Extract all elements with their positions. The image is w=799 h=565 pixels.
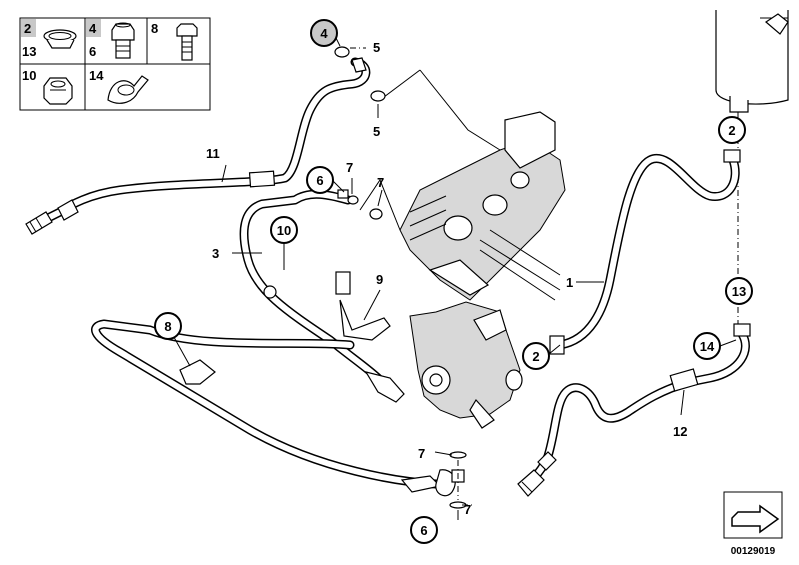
parts-legend: 2 13 4 6 8 bbox=[19, 17, 211, 111]
callout-number: 2 bbox=[728, 123, 735, 138]
arrow-icon bbox=[731, 504, 780, 534]
callout-number: 6 bbox=[316, 173, 323, 188]
steering-gear-assembly[interactable] bbox=[359, 69, 566, 301]
legend-number: 10 bbox=[22, 68, 36, 83]
seal-ring-7 bbox=[347, 195, 359, 205]
callout-2-top[interactable]: 2 bbox=[718, 116, 746, 144]
legend-cell-bracket-clip[interactable]: 14 bbox=[89, 68, 149, 104]
callout-5-bottom[interactable]: 5 bbox=[373, 124, 380, 139]
callout-10[interactable]: 10 bbox=[270, 216, 298, 244]
callout-7-lower-lower[interactable]: 7 bbox=[464, 502, 471, 517]
legend-cell-hex-bolt[interactable]: 8 bbox=[151, 21, 198, 61]
callout-8[interactable]: 8 bbox=[154, 312, 182, 340]
callout-6-bottom[interactable]: 6 bbox=[410, 516, 438, 544]
callout-2-bottom[interactable]: 2 bbox=[522, 342, 550, 370]
seal-ring-7 bbox=[369, 208, 383, 220]
fluid-reservoir[interactable] bbox=[715, 10, 789, 330]
callout-number: 14 bbox=[700, 339, 715, 354]
callout-number: 2 bbox=[532, 349, 539, 364]
callout-5-top[interactable]: 5 bbox=[373, 40, 380, 55]
return-hose-12[interactable] bbox=[517, 323, 751, 497]
seal-ring-5 bbox=[334, 46, 350, 58]
legend-cell-hex-nut[interactable]: 10 bbox=[22, 68, 73, 105]
callout-1[interactable]: 1 bbox=[566, 275, 573, 290]
bracket-clip-icon bbox=[107, 75, 149, 104]
legend-number: 2 bbox=[24, 21, 31, 36]
seal-ring-7 bbox=[449, 451, 467, 459]
callout-7-lower-upper[interactable]: 7 bbox=[418, 446, 425, 461]
callout-13[interactable]: 13 bbox=[725, 277, 753, 305]
callout-14[interactable]: 14 bbox=[693, 332, 721, 360]
callout-number: 6 bbox=[420, 523, 427, 538]
legend-number: 6 bbox=[89, 44, 96, 59]
callout-11[interactable]: 11 bbox=[206, 146, 220, 161]
callout-number: 8 bbox=[164, 319, 171, 334]
banjo-bolt-6 bbox=[337, 189, 349, 199]
legend-cell-banjo-bolt[interactable]: 4 6 bbox=[86, 19, 135, 59]
legend-cell-clamp[interactable]: 2 13 bbox=[21, 19, 77, 59]
callout-number: 4 bbox=[320, 26, 328, 41]
power-steering-pump[interactable] bbox=[409, 301, 523, 429]
callout-7-upper-left[interactable]: 7 bbox=[346, 160, 353, 175]
hose-clamp-icon bbox=[43, 29, 77, 49]
pressure-hose-11[interactable] bbox=[25, 57, 371, 235]
callout-7-upper-right[interactable]: 7 bbox=[377, 175, 384, 190]
hex-nut-icon bbox=[43, 77, 73, 105]
return-hose-8[interactable] bbox=[91, 319, 456, 497]
legend-number: 4 bbox=[89, 21, 97, 36]
seal-ring-5 bbox=[370, 90, 386, 102]
legend-number: 13 bbox=[22, 44, 36, 59]
banjo-bolt-4 bbox=[351, 57, 367, 73]
callout-number: 13 bbox=[732, 284, 746, 299]
diagram-id-badge: 00129019 bbox=[723, 491, 783, 557]
callout-number: 10 bbox=[277, 223, 291, 238]
legend-number: 14 bbox=[89, 68, 104, 83]
callout-6-top[interactable]: 6 bbox=[306, 166, 334, 194]
callouts: 4 5 5 11 6 7 7 10 3 9 1 8 2 13 bbox=[154, 19, 753, 544]
callout-3[interactable]: 3 bbox=[212, 246, 219, 261]
hex-bolt-icon bbox=[176, 23, 198, 61]
callout-4[interactable]: 4 bbox=[310, 19, 338, 47]
bracket-9[interactable] bbox=[335, 271, 391, 341]
suction-hose-1[interactable] bbox=[549, 149, 741, 355]
seal-rings bbox=[334, 46, 467, 509]
diagram-id: 00129019 bbox=[731, 546, 776, 557]
pressure-hose-3[interactable] bbox=[239, 189, 405, 403]
callout-12[interactable]: 12 bbox=[673, 424, 687, 439]
legend-number: 8 bbox=[151, 21, 158, 36]
callout-9[interactable]: 9 bbox=[376, 272, 383, 287]
banjo-bolt-icon bbox=[111, 22, 135, 59]
